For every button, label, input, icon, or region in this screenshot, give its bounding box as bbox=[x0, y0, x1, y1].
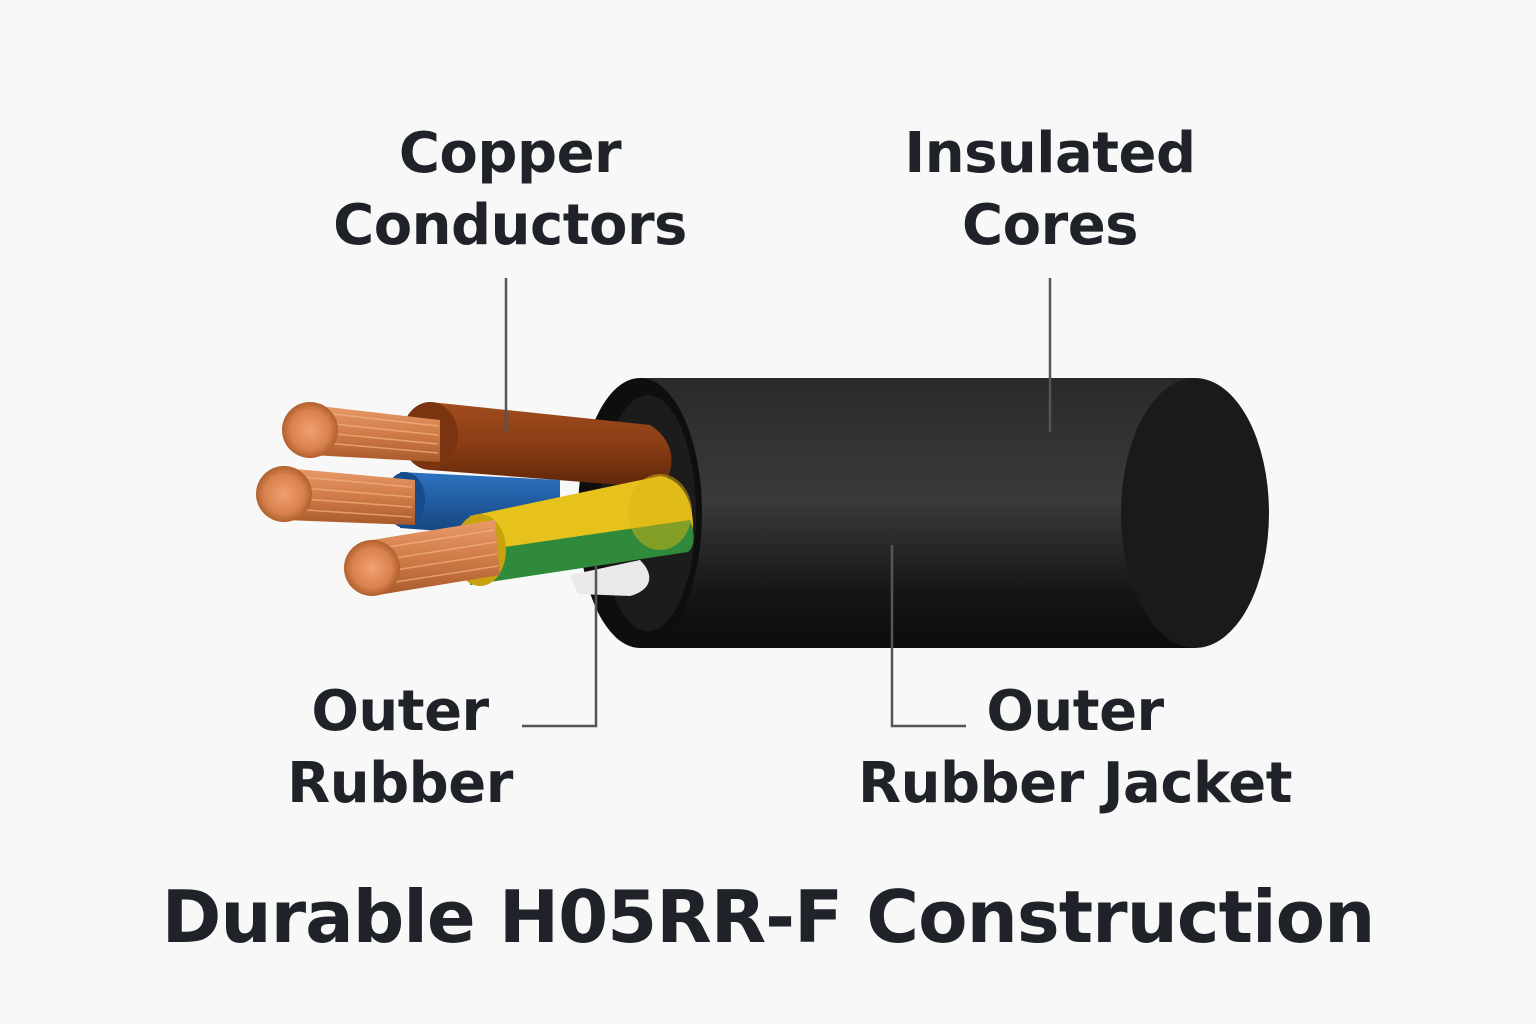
label-copper-line1: Copper bbox=[398, 121, 622, 186]
label-copper-conductors: Copper Conductors bbox=[300, 118, 720, 262]
copper-conductor-bottom bbox=[344, 520, 500, 596]
leader-line-outer-rubber bbox=[522, 565, 598, 728]
white-filler bbox=[570, 560, 650, 596]
label-insulated-line1: Insulated bbox=[904, 121, 1196, 186]
label-outer-rubber-line2: Rubber bbox=[287, 751, 513, 816]
label-outer-jacket-line1: Outer bbox=[986, 679, 1164, 744]
label-copper-line2: Conductors bbox=[333, 193, 687, 258]
label-outer-jacket-line2: Rubber Jacket bbox=[857, 751, 1293, 816]
label-outer-rubber-line1: Outer bbox=[311, 679, 489, 744]
label-insulated-cores: Insulated Cores bbox=[860, 118, 1240, 262]
copper-conductor-middle bbox=[256, 466, 415, 525]
diagram-title: Durable H05RR-F Construction bbox=[161, 875, 1376, 959]
label-outer-rubber-jacket: Outer Rubber Jacket bbox=[830, 676, 1320, 820]
label-insulated-line2: Cores bbox=[962, 193, 1139, 258]
leader-line-outer-jacket bbox=[890, 545, 966, 728]
copper-conductor-top bbox=[282, 402, 440, 462]
label-outer-rubber: Outer Rubber bbox=[250, 676, 550, 820]
